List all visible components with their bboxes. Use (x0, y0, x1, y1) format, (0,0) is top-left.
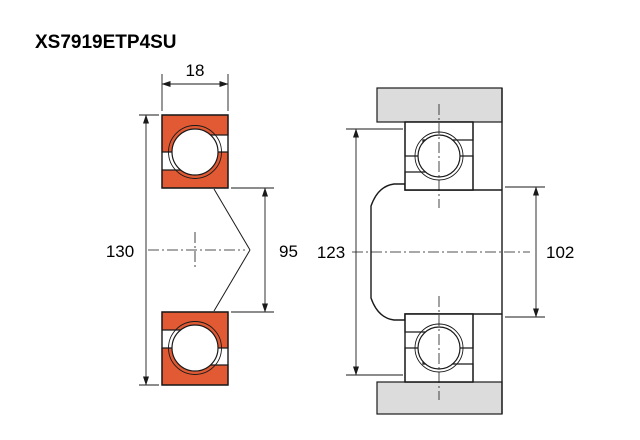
cage-bottom (168, 321, 222, 375)
contact-angle-line-top (213, 188, 251, 251)
contact-angle-line-bottom (213, 249, 251, 312)
dim-label-bore: 95 (279, 242, 298, 261)
section-border-top (161, 114, 229, 189)
mounted-view: 123 102 (317, 87, 574, 415)
dim-label-outer-diameter: 130 (106, 242, 134, 261)
dim-bore: 95 (231, 187, 298, 313)
dim-label-housing-abutment: 123 (317, 243, 345, 262)
cross-section-view: 18 130 95 (106, 61, 298, 386)
dim-label-shaft-abutment: 102 (546, 243, 574, 262)
ball-top (171, 128, 219, 176)
dim-outer-diameter: 130 (106, 114, 159, 386)
dim-label-width: 18 (186, 61, 205, 80)
housing-top-block (376, 87, 503, 123)
ball-bottom (171, 324, 219, 372)
dim-housing-abutment: 123 (317, 128, 403, 376)
part-number: XS7919ETP4SU (35, 32, 177, 53)
cage-top (168, 125, 222, 179)
housing-bottom-block (376, 381, 503, 415)
dim-shaft-abutment: 102 (505, 186, 574, 318)
dim-width: 18 (161, 61, 229, 111)
section-border-bottom (161, 311, 229, 386)
